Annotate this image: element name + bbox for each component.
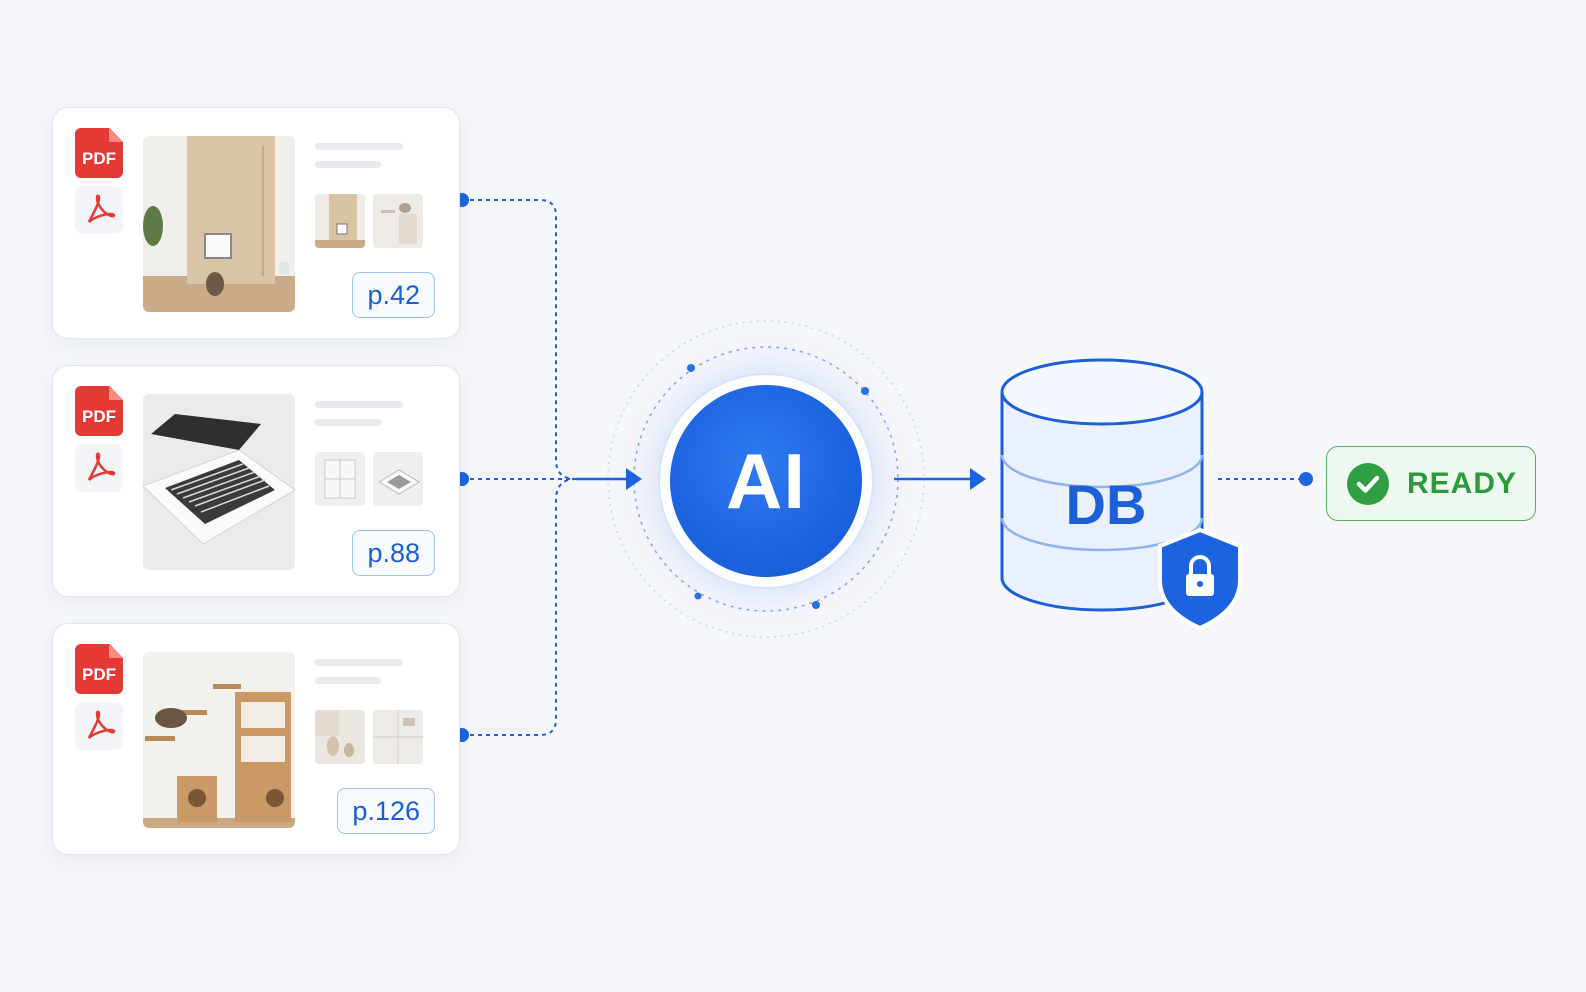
card3-connector	[470, 478, 577, 736]
thumbnail	[373, 710, 423, 764]
page-reference: p.88	[352, 530, 435, 576]
page-reference: p.42	[352, 272, 435, 318]
ready-in-dot	[1299, 472, 1313, 486]
pdf-file-icon: PDF	[75, 128, 123, 178]
text-placeholder	[315, 161, 381, 168]
text-placeholder	[315, 401, 403, 408]
text-placeholder	[315, 659, 403, 666]
database-label: DB	[1065, 473, 1147, 536]
card1-connector	[470, 199, 577, 480]
thumbnail	[373, 194, 423, 248]
pdf-file-icon: PDF	[75, 644, 123, 694]
merge-arrowhead	[626, 468, 642, 490]
document-card[interactable]: PDF p.42	[52, 107, 460, 339]
photo-ventilation-fan	[143, 394, 295, 570]
thumbnail	[373, 452, 423, 506]
page-reference: p.126	[337, 788, 435, 834]
photo-cat-shelves	[143, 652, 295, 828]
text-placeholder	[315, 677, 381, 684]
thumbnail	[315, 710, 365, 764]
thumbnail	[315, 194, 365, 248]
thumbnail	[315, 452, 365, 506]
text-placeholder	[315, 143, 403, 150]
ready-status-badge: READY	[1326, 446, 1536, 521]
photo-cat-door	[143, 136, 295, 312]
acrobat-icon	[75, 444, 123, 492]
ai-to-db-arrowhead	[970, 468, 986, 490]
text-placeholder	[315, 419, 381, 426]
document-card[interactable]: PDF	[52, 623, 460, 855]
orbit-dot	[694, 592, 702, 600]
pdf-file-icon: PDF	[75, 386, 123, 436]
shield-lock-icon	[1158, 527, 1242, 631]
ai-processor: AI	[670, 385, 862, 577]
acrobat-icon	[75, 702, 123, 750]
orbit-dot	[812, 601, 820, 609]
orbit-dot	[861, 387, 869, 395]
orbit-dot	[687, 364, 695, 372]
document-card[interactable]: PDF p.88	[52, 365, 460, 597]
acrobat-icon	[75, 186, 123, 234]
ready-label: READY	[1407, 467, 1518, 500]
check-circle-icon	[1347, 463, 1389, 505]
